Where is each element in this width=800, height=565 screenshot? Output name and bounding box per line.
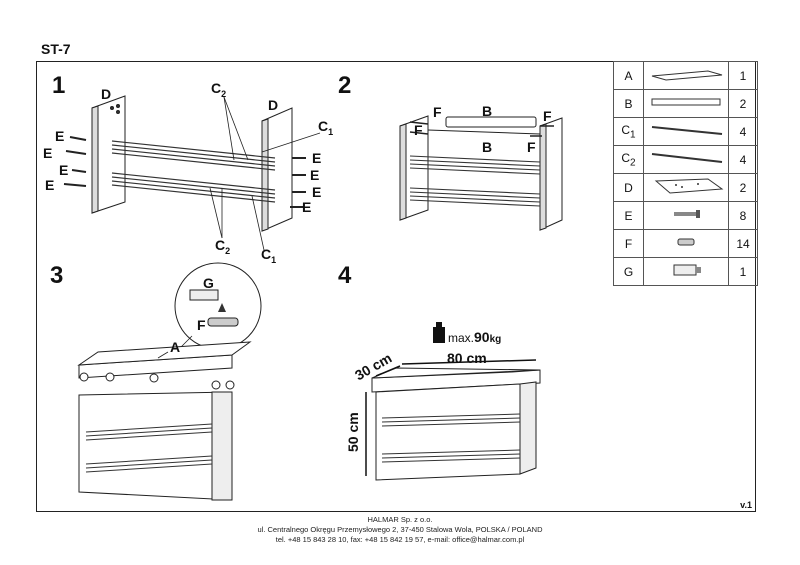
label-e: E [310,167,319,183]
label-c1-top: C1 [318,118,333,137]
part-id: G [613,257,644,286]
label-c2-top: C2 [211,80,226,99]
label-e: E [312,150,321,166]
label-e: E [312,184,321,200]
label-f: F [433,104,442,120]
part-qty: 14 [728,229,758,258]
weight-icon [433,327,445,343]
rod-c2-icon [651,153,723,163]
label-e: E [43,145,52,161]
bench-top [371,369,541,393]
max-unit: kg [490,334,502,345]
part-qty: 2 [728,173,758,202]
label-e: E [59,162,68,178]
step-number-3: 3 [50,262,64,289]
max-value: 90 [474,329,490,345]
part-qty: 4 [728,117,758,146]
label-f: F [543,108,552,124]
rod-c1-icon [651,126,723,135]
table-row: C1 4 [613,117,758,146]
table-row: C2 4 [613,145,758,174]
label-e: E [45,177,54,193]
label-b: B [482,139,492,155]
screw-e-icon [674,210,700,218]
version-label: v.1 [740,500,752,510]
part-id: C1 [613,117,644,146]
footer-contact: tel. +48 15 843 28 10, fax: +48 15 842 1… [275,535,525,544]
part-qty: 1 [728,61,758,90]
footer: HALMAR Sp. z o.o. ul. Centralnego Okręgu… [0,515,800,545]
part-qty: 8 [728,201,758,230]
part-qty: 4 [728,145,758,174]
label-b: B [482,103,492,119]
instruction-frame [36,61,756,512]
dimension-width: 80 cm [447,350,487,366]
dowel-f-icon [677,238,695,246]
step-number-2: 2 [338,72,352,99]
label-d-right: D [268,97,278,113]
footer-address: ul. Centralnego Okręgu Przemysłowego 2, … [257,525,543,534]
label-f: F [414,122,423,138]
label-c2-bottom: C2 [215,237,230,256]
side-panel-d-icon [654,178,724,194]
part-id: C2 [613,145,644,174]
connector-g-icon [673,264,701,276]
part-id: B [613,89,644,118]
max-prefix: max. [448,331,474,345]
label-g: G [203,275,214,291]
rail-b-top [445,116,537,128]
part-qty: 1 [728,257,758,286]
part-qty: 2 [728,89,758,118]
label-a: A [170,339,180,355]
panel-a-icon [651,70,723,81]
label-e: E [55,128,64,144]
table-row: F 14 [613,229,758,258]
part-id: D [613,173,644,202]
part-id: F [613,229,644,258]
document-title: ST-7 [41,41,71,57]
step-number-4: 4 [338,262,352,289]
label-f: F [527,139,536,155]
footer-company: HALMAR Sp. z o.o. [367,515,433,524]
part-id: E [613,201,644,230]
label-f: F [197,317,206,333]
svg-text:max.90kg: max.90kg [448,329,501,345]
label-d-left: D [101,86,111,102]
rail-b-icon [651,98,721,106]
label-e: E [302,199,311,215]
step-number-1: 1 [52,72,66,99]
dimension-height: 50 cm [345,412,361,452]
label-c1-bottom: C1 [261,246,276,265]
part-id: A [613,61,644,90]
